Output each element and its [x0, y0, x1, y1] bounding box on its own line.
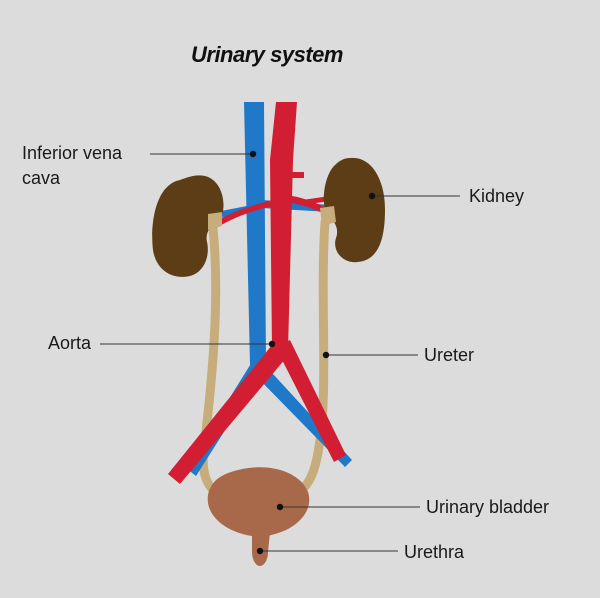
aorta-side-branch [290, 172, 304, 178]
urethra-label: Urethra [404, 542, 465, 562]
urinary-bladder [207, 467, 310, 536]
ivc-label-line2: cava [22, 168, 61, 188]
kidney-pointer-dot [368, 192, 376, 200]
renal-artery-branch [302, 196, 330, 205]
ureter-pointer-dot [322, 351, 330, 359]
diagram-title: Urinary system [191, 42, 343, 67]
aorta-label: Aorta [48, 333, 92, 353]
left-renal-artery [214, 200, 273, 228]
right-iliac-artery [276, 340, 346, 462]
right-kidney [323, 157, 385, 263]
ureter-label: Ureter [424, 345, 475, 365]
kidney-label: Kidney [469, 186, 525, 206]
bladder-pointer-dot [276, 503, 284, 511]
left-renal-vein [216, 205, 252, 218]
left-kidney [152, 175, 224, 277]
ivc-label-line1: Inferior vena [22, 143, 123, 163]
ivc-main-body [244, 102, 266, 365]
left-iliac-artery [168, 345, 286, 484]
right-ureter [291, 217, 330, 499]
right-renal-pelvis [320, 206, 336, 226]
urethra-pointer-dot [256, 547, 264, 555]
left-ureter [198, 223, 227, 501]
aorta-trunk [270, 102, 297, 350]
aorta-pointer-dot [268, 340, 276, 348]
ivc-pointer-dot [249, 150, 257, 158]
bladder-label: Urinary bladder [426, 497, 550, 517]
left-renal-pelvis [208, 212, 222, 230]
